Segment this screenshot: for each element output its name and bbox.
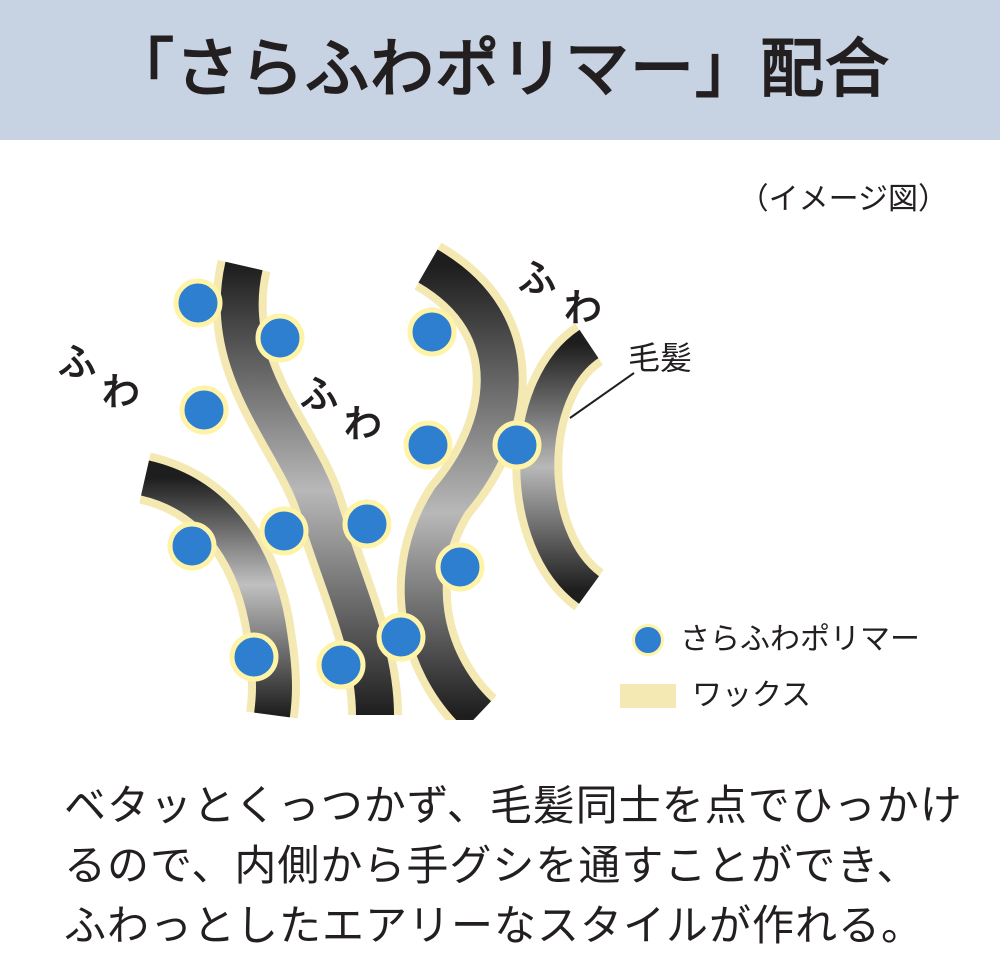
polymer-dot: [316, 640, 366, 690]
fuwa-char-fu: ふ: [518, 256, 557, 300]
polymer-dot: [179, 385, 229, 435]
hair-strand-3: [140, 460, 292, 718]
legend-item-wax: ワックス: [620, 676, 811, 716]
hair-strand-2: [404, 249, 519, 720]
polymer-dot: [173, 278, 223, 328]
legend-item-polymer: さらふわポリマー: [632, 620, 920, 660]
polymer-dot: [403, 420, 453, 470]
hair-leader-line: [569, 372, 635, 419]
polymer-dot: [255, 313, 305, 363]
header-banner: 「さらふわポリマー」配合: [0, 0, 1000, 140]
polymer-dot: [342, 499, 392, 549]
hair-strands: [140, 249, 600, 720]
hair-strand-1: [220, 261, 394, 716]
page-title: 「さらふわポリマー」配合: [110, 33, 890, 107]
polymer-dot: [435, 542, 485, 592]
polymer-dot: [259, 506, 309, 556]
fuwa-char-wa: わ: [344, 402, 383, 446]
description-line: るので、内側から手グシを通すことができ、: [64, 841, 920, 890]
legend-label-wax: ワックス: [692, 678, 812, 713]
fuwa-char-fu: ふ: [58, 340, 97, 384]
hair-polymer-diagram: [138, 242, 635, 720]
description-line: ベタッとくっつかず、毛髪同士を点でひっかけ: [64, 781, 963, 830]
polymer-dot: [492, 420, 542, 470]
polymer-dot: [376, 612, 426, 662]
image-caption-note: （イメージ図）: [738, 182, 948, 217]
description-line: ふわっとしたエアリーなスタイルが作れる。: [64, 901, 925, 950]
hair-label: 毛髪: [628, 339, 693, 377]
polymer-dot: [229, 632, 279, 682]
legend-label-polymer: さらふわポリマー: [680, 622, 920, 657]
description-text: ベタッとくっつかず、毛髪同士を点でひっかけ るので、内側から手グシを通すことがで…: [64, 776, 964, 956]
fuwa-char-fu: ふ: [300, 372, 339, 416]
hair-strand-4: [520, 329, 600, 604]
wax-legend-marker: [620, 684, 676, 708]
polymer-dots: [167, 278, 542, 690]
polymer-dot: [167, 521, 217, 571]
polymer-legend-marker: [632, 624, 664, 656]
fuwa-char-wa: わ: [564, 286, 603, 330]
polymer-dot: [407, 307, 457, 357]
fuwa-char-wa: わ: [102, 370, 141, 414]
